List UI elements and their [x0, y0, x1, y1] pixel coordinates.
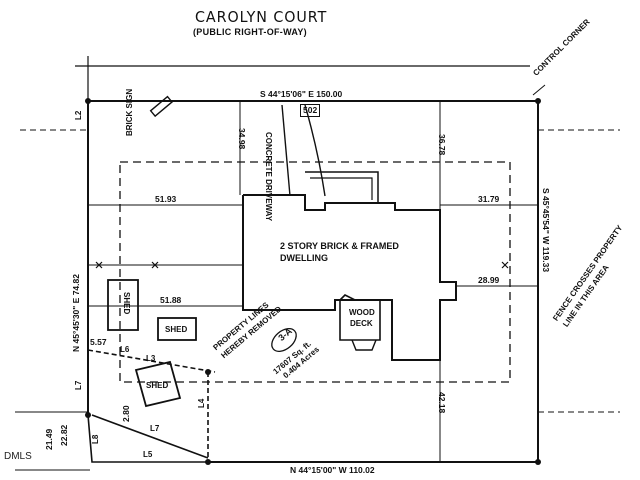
west-jog-line: [87, 414, 208, 463]
dim-left-rear: 51.88: [160, 295, 182, 305]
south-boundary-bearing: N 44°15'00" W 110.02: [290, 465, 375, 475]
dim-west-low2: 22.82: [59, 424, 69, 446]
dwelling-outline: [242, 194, 457, 361]
shed-c-label: SHED: [146, 381, 169, 390]
setback-line: [119, 161, 511, 383]
line-label-l5: L5: [143, 450, 153, 459]
dim-front-left: 34.98: [237, 128, 247, 150]
dim-right-rear: 28.99: [478, 275, 500, 285]
wood-deck-label-2: DECK: [350, 319, 373, 328]
line-label-l3: L3: [146, 354, 156, 363]
dim-small-left: 5.57: [90, 337, 107, 347]
dim-diag: 2.80: [121, 405, 131, 422]
dim-front-right: 36.78: [437, 134, 447, 156]
driveway-line-left: [281, 104, 291, 197]
west-boundary-bearing: N 45°45'30" E 74.82: [71, 274, 81, 352]
wood-deck-label-1: WOOD: [349, 308, 375, 317]
dim-left-setback: 51.93: [155, 194, 177, 204]
shed-b-outline: [157, 317, 197, 341]
street-name: CAROLYN COURT: [195, 8, 328, 26]
garage-outline: [305, 171, 379, 203]
wood-deck-outline: [339, 294, 381, 341]
line-label-l7: L7: [74, 380, 83, 390]
deck-stairs: [351, 339, 377, 351]
brick-sign-label: BRICK SIGN: [125, 88, 134, 136]
dwelling-label-1: 2 STORY BRICK & FRAMED: [280, 241, 399, 251]
removed-line-l3: [87, 349, 216, 373]
street-note: (PUBLIC RIGHT-OF-WAY): [193, 27, 307, 37]
line-label-l2: L2: [74, 110, 83, 120]
shed-a-outline: [107, 279, 139, 331]
lot-number-box: 502: [300, 104, 321, 117]
shed-b-label: SHED: [165, 325, 188, 334]
line-label-l7b: L7: [150, 424, 160, 433]
shed-c-outline: [134, 360, 182, 408]
line-label-l4: L4: [197, 398, 206, 408]
shed-a-label: SHED: [122, 292, 131, 315]
lot-id-oval: [271, 328, 297, 352]
watermark: DMLS: [4, 451, 32, 462]
dwelling-label-2: DWELLING: [280, 253, 328, 263]
line-label-l8: L8: [91, 434, 100, 444]
driveway-label: CONCRETE DRIVEWAY: [264, 132, 273, 222]
garage-inner: [310, 177, 373, 200]
east-boundary-bearing: S 45°45'54" W 119.33: [541, 188, 551, 273]
dim-right-setback: 31.79: [478, 194, 500, 204]
brick-sign-outline: [149, 95, 173, 118]
dim-west-low: 21.49: [44, 428, 54, 450]
dim-rear-right: 42.18: [437, 392, 447, 414]
line-label-l6: L6: [120, 345, 130, 354]
diag-line: [91, 414, 209, 459]
north-boundary-bearing: S 44°15'06" E 150.00: [260, 89, 343, 99]
driveway-line-right: [304, 104, 326, 197]
